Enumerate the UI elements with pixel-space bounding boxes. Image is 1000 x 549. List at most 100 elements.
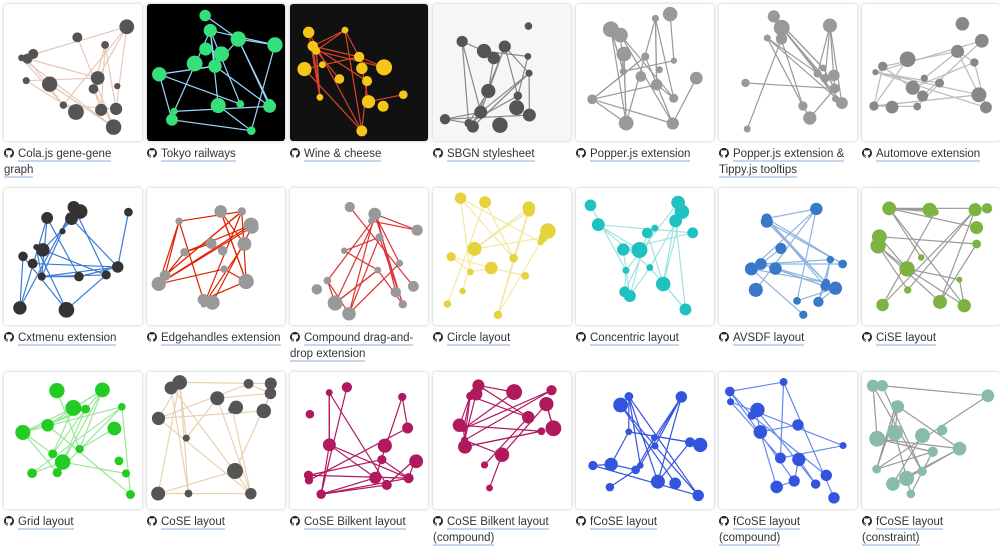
graph-node	[613, 397, 628, 413]
demo-title: CoSE layout	[161, 516, 225, 530]
demo-link[interactable]: fCoSE layout (compound)	[719, 514, 857, 546]
graph-edge	[628, 431, 691, 443]
demo-link[interactable]: SBGN stylesheet	[433, 146, 571, 162]
demo-thumbnail[interactable]	[862, 188, 1000, 325]
graph-node	[466, 268, 474, 276]
graph-edge	[231, 409, 252, 494]
demo-link[interactable]: Automove extension	[862, 146, 1000, 162]
demo-card: CoSE Bilkent layout (compound)	[433, 372, 571, 546]
demo-thumbnail[interactable]	[147, 188, 285, 325]
demo-link[interactable]: Tokyo railways	[147, 146, 285, 162]
graph-edge	[185, 397, 218, 439]
graph-edge	[329, 444, 376, 479]
graph-node	[361, 95, 376, 109]
demo-link[interactable]: Popper.js extension	[576, 146, 714, 162]
demo-thumbnail[interactable]	[290, 4, 428, 141]
graph-node	[922, 202, 937, 217]
graph-edge	[906, 268, 965, 307]
demo-link[interactable]: Concentric layout	[576, 330, 714, 346]
graph-edge	[117, 212, 130, 268]
demo-thumbnail[interactable]	[433, 372, 571, 509]
demo-link[interactable]: Compound drag-and-drop extension	[290, 330, 428, 362]
graph-node	[327, 295, 343, 311]
demo-link[interactable]: fCoSE layout	[576, 514, 714, 530]
demo-thumbnail[interactable]	[719, 372, 857, 509]
demo-link[interactable]: Cola.js gene-gene graph	[4, 146, 142, 178]
graph-edge	[751, 415, 827, 476]
github-icon	[862, 332, 872, 342]
demo-thumbnail[interactable]	[576, 372, 714, 509]
demo-thumbnail[interactable]	[576, 188, 714, 325]
graph-node	[356, 125, 368, 137]
graph-node	[264, 387, 277, 400]
graph-node	[769, 262, 782, 275]
demo-thumbnail[interactable]	[290, 372, 428, 509]
graph-node	[651, 224, 659, 232]
graph-node	[617, 243, 630, 256]
graph-edge	[312, 29, 346, 47]
graph-edge	[46, 217, 80, 277]
demo-link[interactable]: CoSE layout	[147, 514, 285, 530]
demo-thumbnail[interactable]	[719, 188, 857, 325]
demo-thumbnail[interactable]	[576, 4, 714, 141]
demo-link[interactable]: Wine & cheese	[290, 146, 428, 162]
graph-node	[186, 55, 203, 72]
graph-node	[820, 74, 830, 83]
graph-node	[831, 95, 839, 103]
graph-node	[398, 90, 408, 100]
graph-edge	[304, 68, 363, 132]
demo-link[interactable]: CiSE layout	[862, 330, 1000, 346]
demo-link[interactable]: CoSE Bilkent layout	[290, 514, 428, 530]
graph-edge	[620, 404, 676, 484]
graph-edge	[729, 391, 753, 417]
demo-thumbnail[interactable]	[862, 4, 1000, 141]
demo-thumbnail[interactable]	[147, 4, 285, 141]
demo-link[interactable]: Grid layout	[4, 514, 142, 530]
graph-edge	[460, 197, 541, 243]
graph-preview	[741, 10, 848, 133]
demo-thumbnail[interactable]	[433, 4, 571, 141]
graph-edge	[766, 37, 843, 104]
demo-thumbnail[interactable]	[4, 4, 142, 141]
graph-edge	[628, 396, 659, 482]
graph-node	[175, 217, 183, 225]
graph-node	[885, 100, 899, 114]
graph-edge	[459, 198, 471, 273]
graph-node	[205, 238, 217, 249]
demo-link[interactable]: Cxtmenu extension	[4, 330, 142, 346]
github-icon	[147, 332, 157, 342]
demo-link[interactable]: Circle layout	[433, 330, 571, 346]
demo-title: Compound drag-and-drop extension	[290, 332, 414, 362]
graph-node	[307, 40, 318, 52]
graph-edge	[751, 268, 827, 284]
graph-node	[492, 117, 508, 133]
github-icon	[433, 148, 443, 158]
demo-thumbnail[interactable]	[290, 188, 428, 325]
graph-node	[952, 441, 967, 456]
demo-link[interactable]: fCoSE layout (constraint)	[862, 514, 1000, 546]
demo-thumbnail[interactable]	[862, 372, 1000, 509]
demo-link[interactable]: AVSDF layout	[719, 330, 857, 346]
demo-thumbnail[interactable]	[4, 372, 142, 509]
graph-node	[917, 254, 925, 261]
graph-node	[906, 489, 916, 499]
demo-link[interactable]: Edgehandles extension	[147, 330, 285, 346]
demo-thumbnail[interactable]	[4, 188, 142, 325]
graph-edge	[745, 82, 835, 90]
demo-thumbnail[interactable]	[147, 372, 285, 509]
graph-edge	[315, 29, 346, 52]
graph-node	[230, 31, 246, 47]
graph-node	[325, 389, 333, 397]
graph-edge	[71, 218, 119, 268]
demo-thumbnail[interactable]	[719, 4, 857, 141]
graph-node	[214, 205, 227, 218]
graph-node	[152, 67, 167, 82]
demo-link[interactable]: Popper.js extension & Tippy.js tooltips	[719, 146, 857, 178]
graph-node	[361, 76, 373, 87]
graph-edge	[184, 224, 252, 253]
demo-thumbnail[interactable]	[433, 188, 571, 325]
graph-edge	[501, 403, 547, 456]
demo-link[interactable]: CoSE Bilkent layout (compound)	[433, 514, 571, 546]
graph-node	[774, 452, 786, 464]
graph-edge	[214, 65, 270, 107]
